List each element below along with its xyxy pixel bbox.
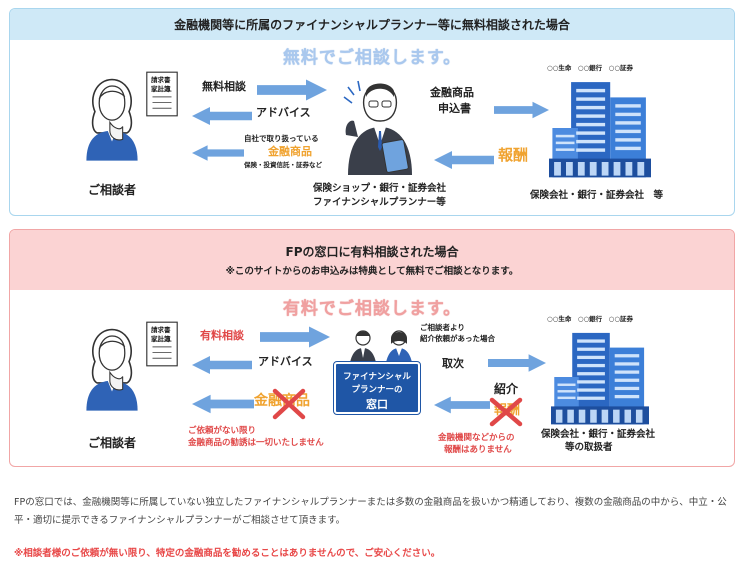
no-request-line-2: 金融商品の勧誘は一切いたしません	[188, 438, 324, 448]
panel2-header: FPの窓口に有料相談された場合 ※このサイトからのお申込みは特典として無料でご相…	[10, 230, 734, 290]
panel2-subtitle: ※このサイトからのお申込みは特典として無料でご相談となります。	[225, 266, 519, 277]
reward-label: 報酬	[498, 146, 529, 164]
doc-label-1: 請求書	[151, 76, 171, 84]
doc-label-2: 家計簿	[151, 85, 171, 93]
products-label: 金融商品	[268, 145, 312, 158]
reassurance-note: ※相談者様のご依頼が無い限り、特定の金融商品を勧めることはありませんので、ご安心…	[14, 548, 441, 559]
handlers-line-2: 等の取扱者	[565, 442, 613, 453]
paid-consult-label: 有料相談	[200, 329, 244, 342]
arrow-left-icon	[434, 149, 494, 171]
handling-label: 取次	[442, 357, 464, 370]
paid-consultation-panel: FPの窓口に有料相談された場合 ※このサイトからのお申込みは特典として無料でご相…	[9, 229, 735, 467]
arrow-left-icon	[192, 354, 252, 376]
no-request-line-1: ご依頼がない限り	[188, 426, 257, 436]
doc-label-1: 請求書	[151, 326, 171, 334]
free-consult-label: 無料相談	[202, 80, 246, 93]
institutions-label: 保険会社・銀行・証券会社 等	[530, 190, 664, 201]
application-label-2: 申込書	[438, 102, 471, 115]
client-person-icon	[80, 75, 144, 161]
building-labels: ○○生命 ○○銀行 ○○証券	[547, 315, 634, 323]
fp-label-1: 保険ショップ・銀行・証券会社	[313, 183, 447, 194]
description-paragraph: FPの窓口では、金融機関等に所属していない独立したファイナンシャルプランナーまた…	[14, 497, 727, 526]
panel1-title: 金融機関等に所属のファイナンシャルプランナー等に無料相談された場合	[174, 18, 570, 32]
advice-label: アドバイス	[258, 355, 313, 368]
cross-mark-icon	[272, 388, 306, 420]
handled-by-label: 自社で取り扱っている	[244, 134, 319, 143]
arrow-right-icon	[494, 99, 549, 121]
referral-note-1: ご相談者より	[420, 323, 465, 332]
application-label-1: 金融商品	[430, 86, 474, 99]
arrow-left-icon	[192, 105, 252, 127]
building-labels: ○○生命 ○○銀行 ○○証券	[547, 64, 634, 72]
fp-person-icon	[343, 80, 412, 175]
fp-window-box: ファイナンシャル プランナーの 窓口	[333, 361, 421, 415]
client-label: ご相談者	[88, 183, 137, 197]
client-person-icon	[80, 325, 144, 411]
window-line-3: 窓口	[366, 398, 388, 411]
window-line-1: ファイナンシャル	[343, 372, 411, 382]
no-reward-line-1: 金融機関などからの	[438, 433, 515, 443]
cross-mark-icon	[489, 397, 523, 427]
introduction-label: 紹介	[494, 382, 519, 396]
arrow-left-icon	[192, 393, 254, 415]
panel2-title: FPの窓口に有料相談された場合	[285, 245, 459, 259]
arrow-left-icon	[192, 142, 244, 164]
panel1-headline: 無料でご相談します。	[282, 48, 462, 68]
handlers-line-1: 保険会社・銀行・証券会社	[541, 429, 656, 440]
advice-label: アドバイス	[256, 106, 311, 119]
institution-building-icon	[545, 77, 655, 179]
window-line-2: プランナーの	[351, 385, 403, 395]
free-consultation-panel: 金融機関等に所属のファイナンシャルプランナー等に無料相談された場合 無料でご相談…	[9, 8, 735, 216]
arrow-right-icon	[257, 79, 327, 101]
doc-label-2: 家計簿	[151, 335, 171, 343]
no-reward-line-2: 報酬はありません	[444, 445, 512, 455]
arrow-left-icon	[434, 394, 490, 416]
fp-label-2: ファイナンシャルプランナー等	[313, 197, 446, 208]
arrow-right-icon	[260, 326, 330, 348]
institution-building-icon	[545, 328, 655, 426]
referral-note-2: 紹介依頼があった場合	[420, 334, 495, 343]
panel2-headline: 有料でご相談します。	[282, 299, 462, 319]
client-label: ご相談者	[88, 436, 137, 450]
panel1-header: 金融機関等に所属のファイナンシャルプランナー等に無料相談された場合	[10, 9, 734, 40]
products-examples: 保険・投資信託・証券など	[244, 161, 322, 169]
arrow-right-icon	[488, 352, 546, 374]
